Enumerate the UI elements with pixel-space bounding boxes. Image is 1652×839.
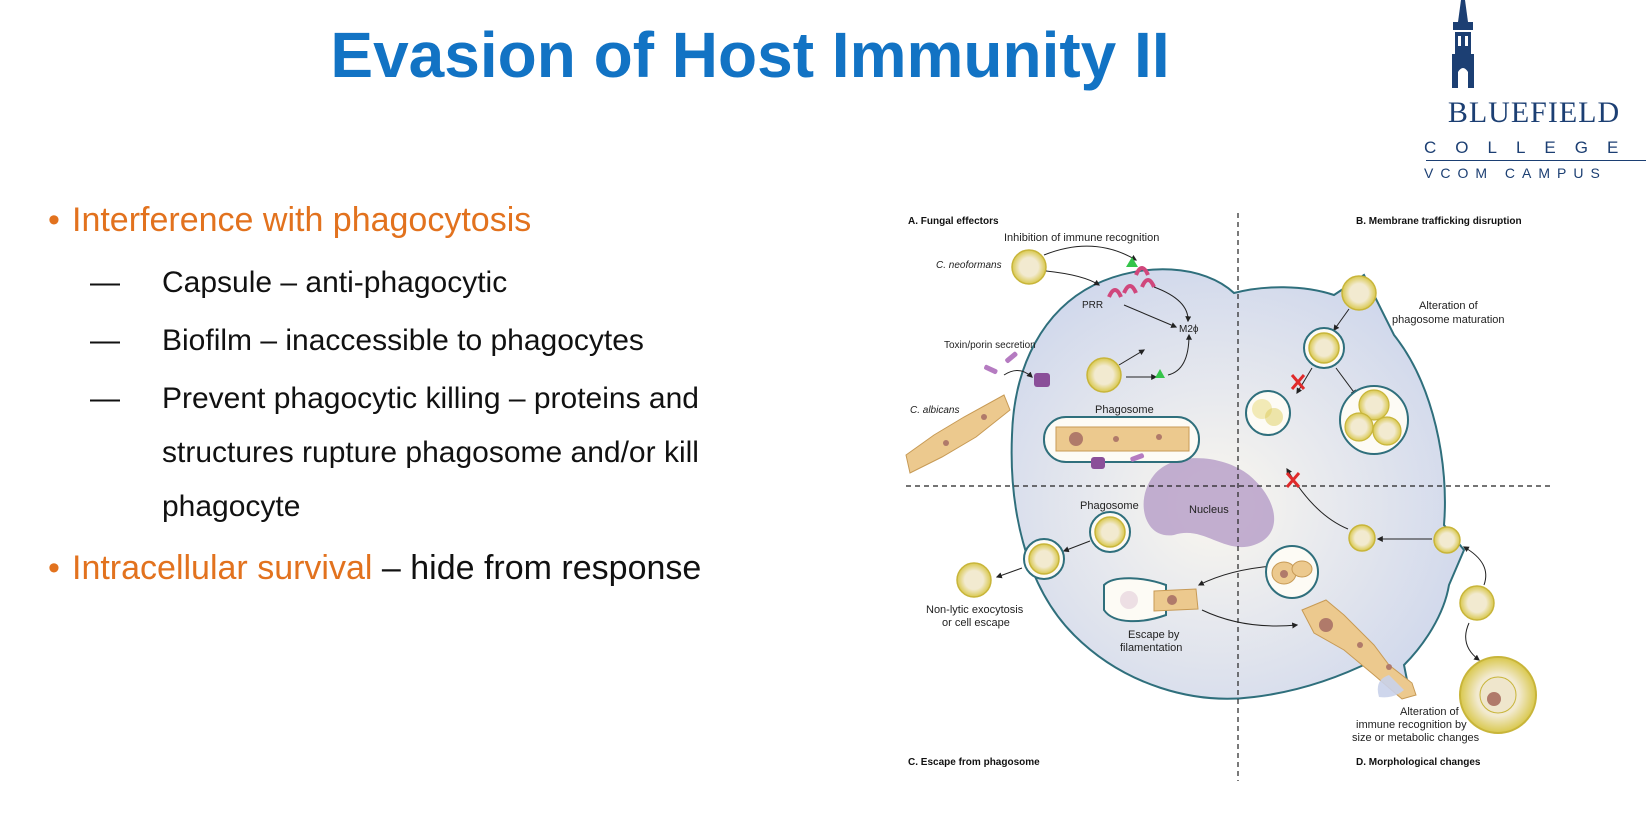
- c-albicans-label: C. albicans: [910, 405, 959, 416]
- escape-filament-line2: filamentation: [1120, 642, 1182, 654]
- ligand-triangle-icon: [1155, 369, 1165, 378]
- cryptococcus-cell-icon: [1028, 543, 1060, 575]
- sub-bullet-biofilm-text: Biofilm – inaccessible to phagocytes: [162, 324, 644, 357]
- panel-b-label: B. Membrane trafficking disruption: [1356, 216, 1522, 227]
- receptor-icon: [1134, 266, 1156, 288]
- cryptococcus-cell-icon: [1086, 357, 1122, 393]
- bullet-interference-label: Interference with phagocytosis: [72, 201, 532, 239]
- sub-bullet-prevent-killing: — Prevent phagocytic killing – proteins …: [90, 372, 802, 534]
- logo-campus: VCOM CAMPUS: [1424, 165, 1607, 181]
- slide-title: Evasion of Host Immunity II: [330, 19, 1170, 91]
- degraded-phagolysosome: [1245, 390, 1291, 436]
- cryptococcus-cell-icon: [1011, 249, 1047, 285]
- bullet-marker: •: [48, 549, 60, 587]
- prr-label: PRR: [1082, 300, 1103, 311]
- phagosome-bottom-label: Phagosome: [1080, 500, 1139, 512]
- prr-receptor-icon: [1107, 284, 1138, 298]
- sub-bullet-capsule-text: Capsule – anti-phagocytic: [162, 266, 508, 299]
- bullet-intracellular: • Intracellular survival – hide from res…: [48, 544, 888, 592]
- m2-label: M2ϕ: [1179, 324, 1199, 335]
- panel-d-label: D. Morphological changes: [1356, 757, 1481, 768]
- panel-a-label: A. Fungal effectors: [908, 216, 999, 227]
- alteration-recognition-line1: Alteration of: [1400, 706, 1460, 718]
- sub-bullet-prevent-killing-text: Prevent phagocytic killing – proteins an…: [162, 382, 699, 523]
- bullet-intracellular-rest: – hide from response: [372, 549, 702, 587]
- sub-bullet-biofilm: — Biofilm – inaccessible to phagocytes: [90, 314, 888, 368]
- panel-c-label: C. Escape from phagosome: [908, 757, 1040, 768]
- cryptococcus-cell-icon: [1348, 524, 1376, 552]
- alteration-recognition-line3: size or metabolic changes: [1352, 732, 1480, 744]
- alteration-maturation-line1: Alteration of: [1419, 300, 1479, 312]
- alteration-maturation-line2: phagosome maturation: [1392, 314, 1505, 326]
- chapel-tower-icon: [1452, 0, 1474, 88]
- toxin-icon: [1005, 351, 1018, 363]
- sub-bullet-dash: —: [90, 324, 120, 357]
- bullet-intracellular-label: Intracellular survival: [72, 549, 373, 587]
- bullet-marker: •: [48, 201, 60, 239]
- nonlytic-line1: Non-lytic exocytosis: [926, 604, 1024, 616]
- inhibition-label: Inhibition of immune recognition: [1004, 232, 1159, 244]
- fungal-evasion-figure: Nucleus A. Fungal effectors B. Membrane …: [905, 213, 1552, 781]
- ligand-triangle-icon: [1126, 257, 1138, 267]
- sub-bullet-dash: —: [90, 266, 120, 299]
- cryptococcus-cell-icon: [1459, 585, 1495, 621]
- nucleus: [1143, 458, 1275, 548]
- sub-bullet-dash: —: [90, 382, 120, 415]
- bullet-list: • Interference with phagocytosis — Capsu…: [48, 196, 888, 604]
- phagosome-top-label: Phagosome: [1095, 404, 1154, 416]
- logo-college: COLLEGE: [1424, 138, 1638, 157]
- toxin-icon: [984, 364, 998, 375]
- cryptococcus-cell-icon: [1433, 526, 1461, 554]
- bullet-interference: • Interference with phagocytosis: [48, 196, 888, 244]
- c-neoformans-label: C. neoformans: [936, 260, 1002, 271]
- logo-divider: [1426, 160, 1646, 161]
- exocytosed-cryptococcus-icon: [956, 562, 992, 598]
- escape-filament-line1: Escape by: [1128, 629, 1180, 641]
- porin-icon: [1034, 373, 1050, 387]
- cryptococcus-cell-icon: [1308, 332, 1340, 364]
- bluefield-college-logo: BLUEFIELD COLLEGE VCOM CAMPUS: [1420, 0, 1650, 190]
- alteration-recognition-line2: immune recognition by: [1356, 719, 1467, 731]
- nonlytic-line2: or cell escape: [942, 617, 1010, 629]
- sub-bullet-capsule: — Capsule – anti-phagocytic: [90, 256, 888, 310]
- cryptococcus-cell-icon: [1094, 516, 1126, 548]
- porin-icon: [1091, 457, 1105, 469]
- cryptococcus-cell-icon: [1341, 275, 1377, 311]
- toxin-porin-label: Toxin/porin secretion: [944, 340, 1036, 351]
- hypha-in-phagosome-icon: [1055, 426, 1190, 452]
- nucleus-label: Nucleus: [1189, 504, 1229, 516]
- logo-name: BLUEFIELD: [1447, 96, 1621, 129]
- toxin-icon: [1130, 453, 1145, 462]
